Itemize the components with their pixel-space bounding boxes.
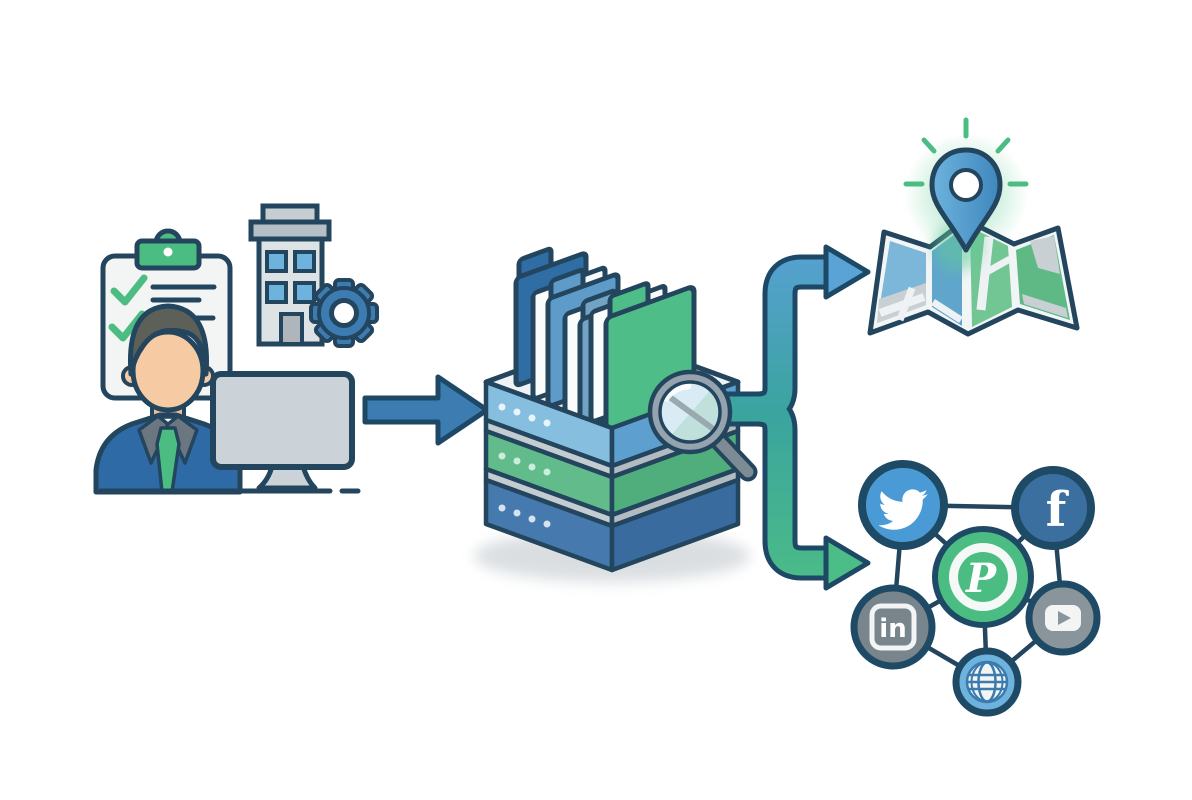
twitter-icon xyxy=(858,460,948,550)
pinterest-icon: P xyxy=(932,526,1034,628)
linkedin-icon: in xyxy=(850,584,936,670)
hair xyxy=(127,303,210,377)
office-building-icon xyxy=(248,203,332,347)
pinterest-glyph: P xyxy=(965,555,998,602)
source-group xyxy=(93,203,379,495)
facebook-icon: f xyxy=(1011,466,1095,550)
arrowhead-to-social-icon xyxy=(823,535,871,591)
social-network-group: f P in xyxy=(850,460,1101,717)
flow-arrow-right-icon xyxy=(362,374,490,446)
facebook-glyph: f xyxy=(1046,482,1070,538)
server-indicator-lights xyxy=(498,403,551,528)
business-person xyxy=(93,303,243,495)
magnifying-glass-icon xyxy=(647,369,758,482)
youtube-icon xyxy=(1025,580,1101,656)
linkedin-glyph: in xyxy=(879,614,906,644)
clip-dot xyxy=(163,247,173,257)
web-globe-icon xyxy=(952,647,1022,717)
highlight-rays-icon xyxy=(903,117,1029,187)
checkmark-icon xyxy=(108,310,146,342)
computer-monitor-icon xyxy=(210,371,355,491)
checkmark-icon xyxy=(110,274,148,306)
map-location-group xyxy=(867,117,1080,337)
arrowhead-to-map-icon xyxy=(823,244,871,300)
settings-gear-icon xyxy=(309,278,379,348)
fork-connector xyxy=(678,244,871,591)
